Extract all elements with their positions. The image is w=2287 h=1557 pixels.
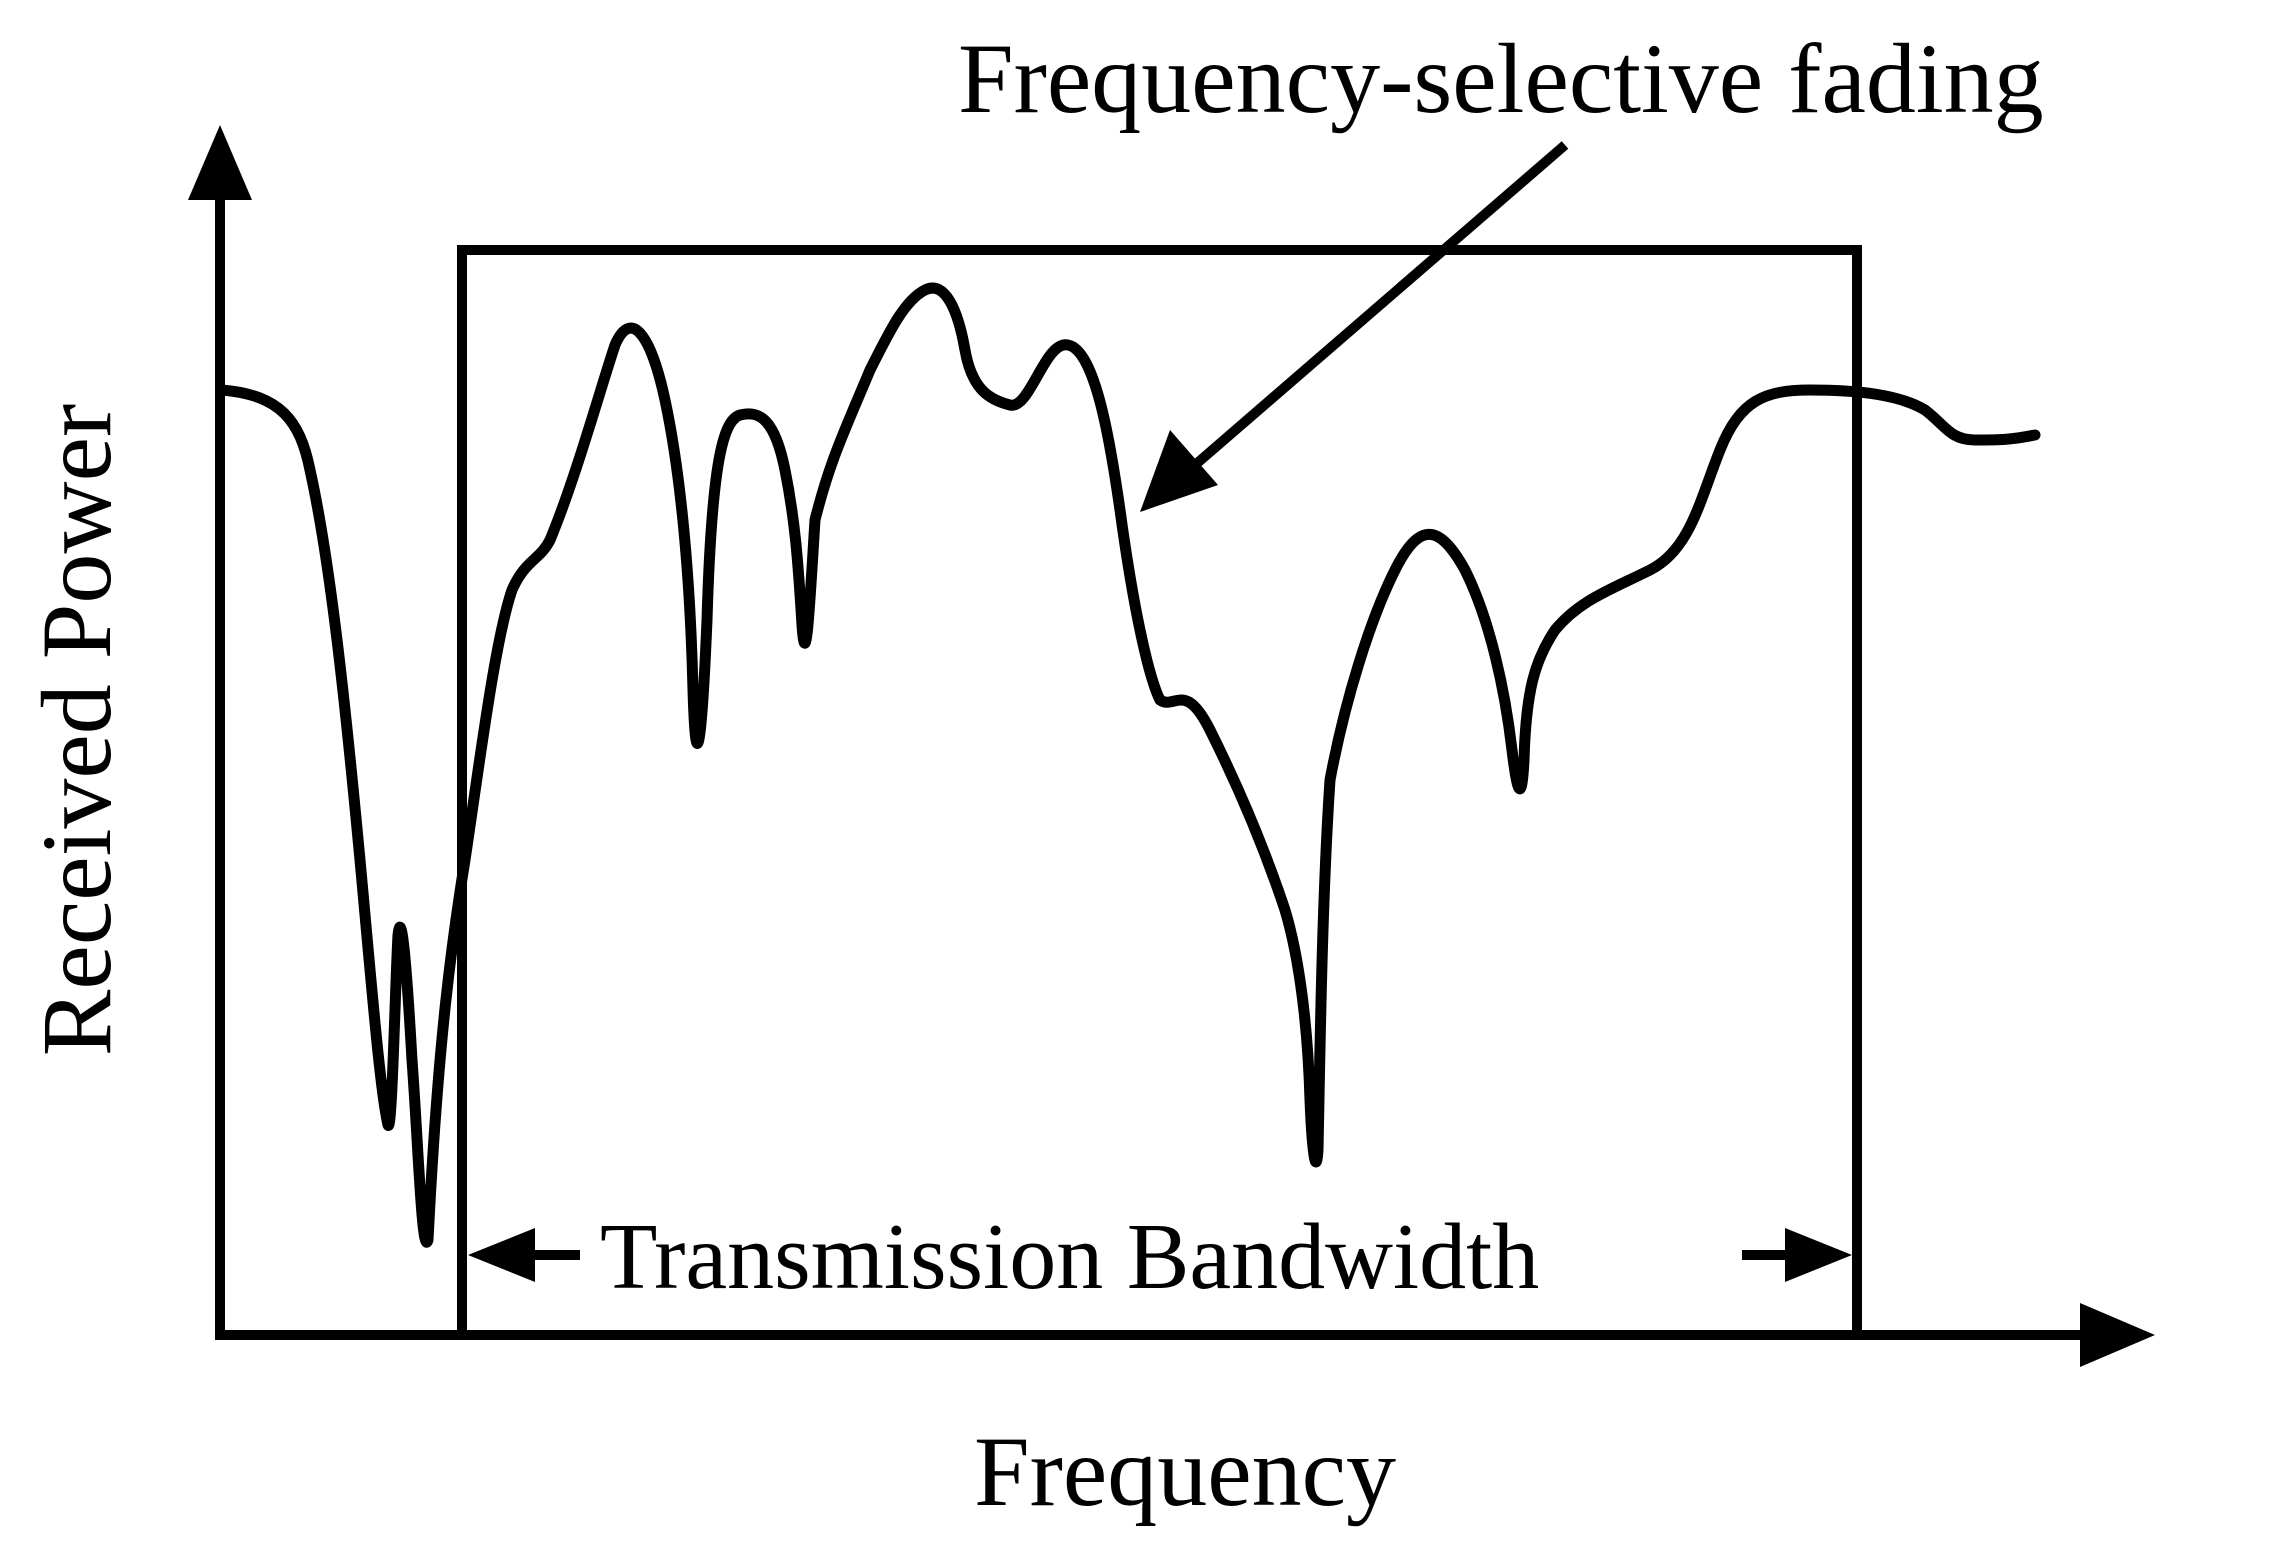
- bandwidth-label: Transmission Bandwidth: [600, 1205, 1539, 1309]
- x-axis-arrowhead: [2080, 1303, 2155, 1367]
- fading-annotation-label: Frequency-selective fading: [958, 23, 2044, 134]
- fading-pointer-line: [1191, 141, 1569, 469]
- y-axis-arrowhead: [188, 125, 252, 200]
- bandwidth-left-arrowhead: [468, 1228, 535, 1282]
- y-axis-label: Received Power: [21, 404, 132, 1057]
- bandwidth-right-arrowhead: [1785, 1228, 1852, 1282]
- x-axis-label: Frequency: [974, 1416, 1396, 1527]
- bandwidth-box: [457, 245, 1862, 1340]
- received-power-curve: [216, 282, 2041, 1248]
- fading-pointer-arrowhead: [1140, 430, 1218, 512]
